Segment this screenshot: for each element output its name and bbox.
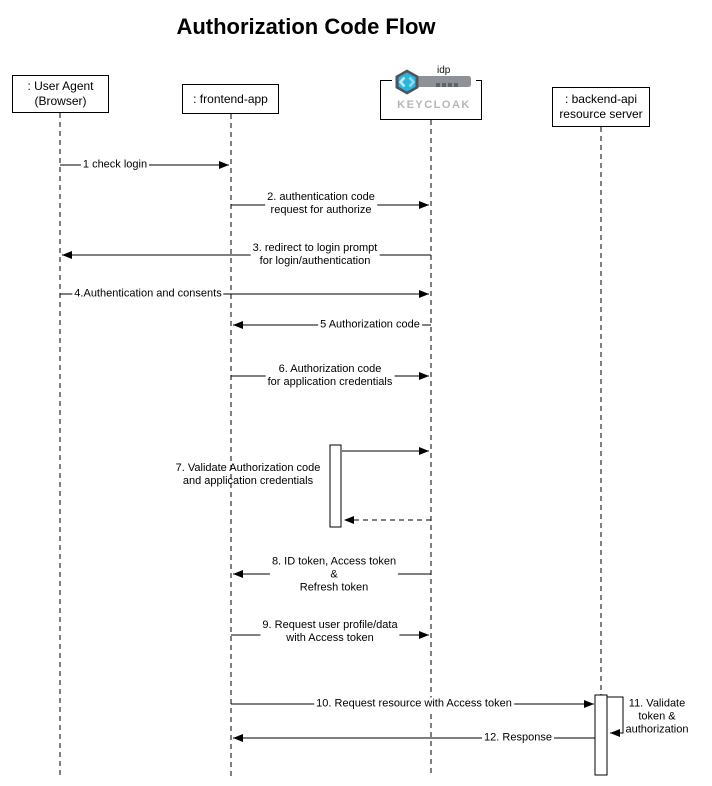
message-3-label: 3. redirect to login prompt for login/au… [250,242,380,268]
message-12-label: 12. Response [482,731,554,745]
message-1-label: 1 check login [80,158,150,172]
key-tooth [448,83,452,87]
message-11-self-loop [607,696,624,737]
keycloak-wordmark-label: KEYCLOAK [397,99,471,111]
key-tooth [442,83,446,87]
activation-bars [329,444,608,776]
participant-backend-api: : backend-api resource server [552,87,650,127]
lifelines [59,113,602,777]
message-2-label: 2. authentication code request for autho… [265,191,377,217]
participant-backend-api-label: : backend-api resource server [559,92,643,121]
keycloak-key-icon [395,69,471,95]
message-10-label: 10. Request resource with Access token [314,697,514,711]
message-7-label: 7. Validate Authorization code and appli… [175,462,321,487]
key-tooth [436,83,440,87]
participant-user-agent: : User Agent (Browser) [12,75,109,113]
message-4-label: 4.Authentication and consents [72,287,224,301]
key-chevron-right [408,76,416,88]
activation-bar-validate-code [329,444,342,528]
message-6-label: 6. Authorization code for application cr… [265,363,395,389]
activation-bar-backend-api [594,694,608,776]
message-5-label: 5 Authorization code [318,318,422,332]
keycloak-idp-label: idp [437,65,451,76]
key-tooth [454,83,458,87]
message-11-label: 11. Validate token & authorization [623,697,691,737]
participant-frontend-app-label: : frontend-app [193,91,268,106]
participant-user-agent-label: : User Agent (Browser) [27,79,94,108]
participant-frontend-app: : frontend-app [182,84,279,114]
keycloak-logo: idp KEYCLOAK [392,65,476,112]
message-9-label: 9. Request user profile/data with Access… [260,619,400,645]
key-chevron-left [398,76,406,88]
diagram-title: Authorization Code Flow [176,14,436,39]
key-head-inner-hexagon [398,72,416,92]
message-8-label: 8. ID token, Access token & Refresh toke… [269,555,399,595]
